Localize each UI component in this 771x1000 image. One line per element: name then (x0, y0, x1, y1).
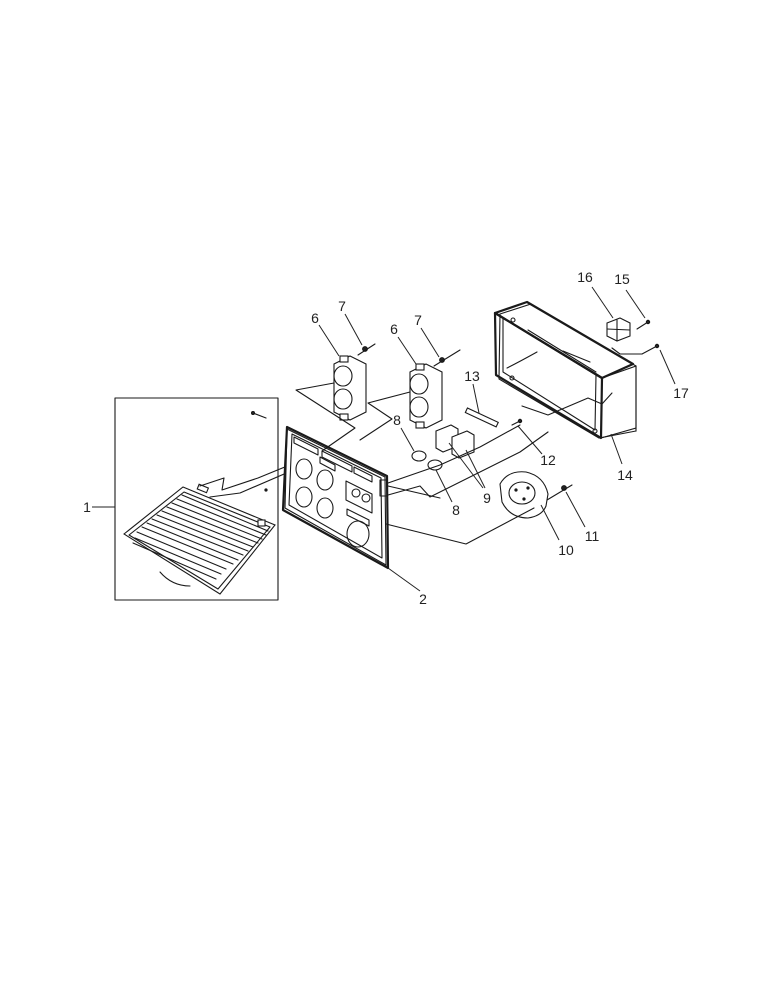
callout-12: 12 (540, 452, 556, 468)
callout-8: 8 (452, 502, 460, 518)
lamp-8a (411, 450, 427, 462)
leader-9a (448, 442, 484, 489)
cover-kit-group (92, 397, 299, 601)
bar-13 (464, 407, 499, 428)
kit-pin (264, 488, 268, 492)
screw-15 (625, 289, 651, 330)
callout-2: 2 (419, 591, 427, 607)
leader-13 (472, 383, 480, 414)
leader-6b (397, 336, 417, 365)
screw-17 (611, 343, 676, 385)
callout-7: 7 (338, 298, 346, 314)
receptacle-left (295, 313, 376, 452)
leader-10 (540, 504, 560, 541)
leader-16 (591, 286, 614, 319)
leader-9b (465, 449, 486, 489)
kit-frame (114, 397, 279, 601)
callout-7: 7 (414, 312, 422, 328)
leader-12 (517, 425, 543, 455)
housing-box (493, 300, 637, 465)
leader-6a (318, 324, 340, 357)
callout-13: 13 (464, 368, 480, 384)
callout-17: 17 (673, 385, 689, 401)
leader-2 (387, 567, 421, 592)
switch-9b (451, 430, 475, 459)
callout-6: 6 (390, 321, 398, 337)
callout-15: 15 (614, 271, 630, 287)
callout-11: 11 (584, 528, 600, 544)
outlet-cover (123, 483, 276, 595)
callout-9: 9 (483, 490, 491, 506)
switch-assembly (387, 383, 549, 503)
leader-7a (344, 313, 363, 346)
callout-1: 1 (83, 499, 91, 515)
twist-lock-receptacle (385, 471, 586, 545)
control-panel (281, 425, 421, 592)
leader-17 (659, 349, 676, 385)
terminal-block-16 (591, 286, 631, 342)
callout-14: 14 (617, 467, 633, 483)
receptacle-right (359, 327, 461, 441)
callout-6: 6 (311, 310, 319, 326)
leader-15 (625, 289, 646, 319)
leader-8a (400, 427, 415, 452)
callout-16: 16 (577, 269, 593, 285)
kit-screw (252, 412, 267, 419)
leader-8b (435, 469, 453, 503)
leader-11 (565, 491, 586, 528)
callout-8: 8 (393, 412, 401, 428)
leader-7b (420, 327, 440, 358)
callout-10: 10 (558, 542, 574, 558)
leader-14 (610, 433, 623, 465)
